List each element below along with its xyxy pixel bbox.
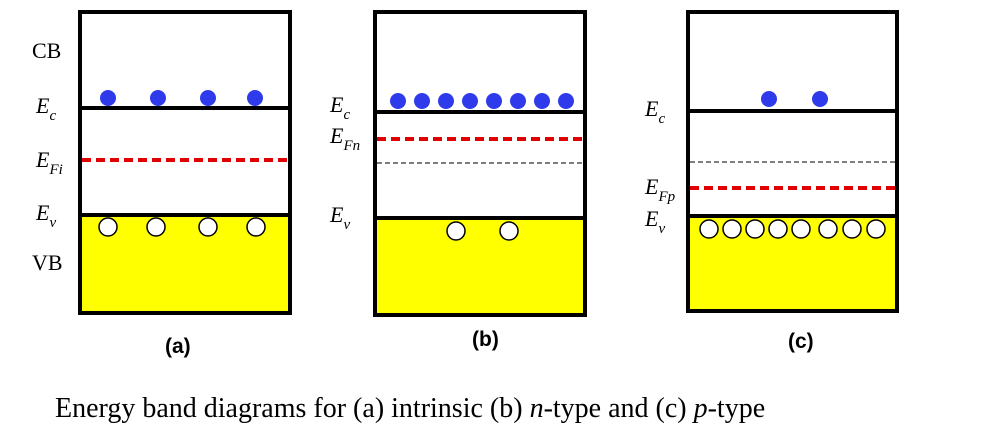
caption-middle: -type and (c) bbox=[543, 393, 694, 424]
panel-c-holes bbox=[699, 219, 886, 239]
hole-icon bbox=[98, 217, 118, 237]
panel-b-valence-band-fill bbox=[375, 218, 585, 315]
hole-icon bbox=[246, 217, 266, 237]
efi-main: E bbox=[35, 147, 50, 172]
electron-icon bbox=[462, 93, 478, 109]
panel-c-efp-label: EFp bbox=[644, 174, 676, 205]
hole-icon bbox=[146, 217, 166, 237]
electron-icon bbox=[390, 93, 406, 109]
ev-sub: v bbox=[658, 221, 665, 237]
electron-icon bbox=[150, 90, 166, 106]
ec-sub: c bbox=[343, 107, 350, 123]
ec-main: E bbox=[644, 96, 659, 121]
hole-icon bbox=[842, 219, 862, 239]
hole-icon bbox=[768, 219, 788, 239]
electron-icon bbox=[486, 93, 502, 109]
panel-a-caption-label: (a) bbox=[165, 335, 191, 358]
hole-icon bbox=[791, 219, 811, 239]
ev-main: E bbox=[644, 206, 659, 231]
panel-a-ec-label: Ec bbox=[35, 93, 56, 124]
panel-b-ev-label: Ev bbox=[329, 202, 350, 233]
ev-sub: v bbox=[343, 217, 350, 233]
panel-b-frame bbox=[373, 10, 587, 317]
ec-sub: c bbox=[658, 111, 665, 127]
ec-main: E bbox=[329, 92, 344, 117]
caption-p-letter: p bbox=[693, 393, 708, 424]
electron-icon bbox=[761, 91, 777, 107]
panel-b: Ec EFn Ev (b) bbox=[329, 10, 587, 351]
panel-a-ev-label: Ev bbox=[35, 200, 56, 231]
electron-icon bbox=[558, 93, 574, 109]
panel-a: CB VB Ec EFi Ev (a) bbox=[32, 10, 292, 358]
ev-main: E bbox=[35, 200, 50, 225]
caption-suffix: -type bbox=[707, 393, 766, 424]
ev-sub: v bbox=[49, 215, 56, 231]
efn-main: E bbox=[329, 123, 344, 148]
hole-icon bbox=[446, 221, 466, 241]
ec-sub: c bbox=[49, 108, 56, 124]
panel-a-electrons bbox=[100, 90, 263, 106]
caption-prefix: Energy band diagrams for (a) intrinsic (… bbox=[55, 393, 530, 424]
panel-b-ec-label: Ec bbox=[329, 92, 350, 123]
panel-a-cb-label: CB bbox=[32, 38, 61, 63]
electron-icon bbox=[812, 91, 828, 107]
panel-b-efn-label: EFn bbox=[329, 123, 360, 154]
electron-icon bbox=[247, 90, 263, 106]
hole-icon bbox=[866, 219, 886, 239]
panel-a-holes bbox=[98, 217, 266, 237]
efi-sub: Fi bbox=[48, 162, 62, 178]
panel-b-electrons bbox=[390, 93, 574, 109]
electron-icon bbox=[100, 90, 116, 106]
electron-icon bbox=[200, 90, 216, 106]
electron-icon bbox=[438, 93, 454, 109]
hole-icon bbox=[722, 219, 742, 239]
electron-icon bbox=[414, 93, 430, 109]
panel-c-frame bbox=[686, 10, 899, 313]
efn-sub: Fn bbox=[342, 138, 360, 154]
ec-main: E bbox=[35, 93, 50, 118]
hole-icon bbox=[818, 219, 838, 239]
panel-c: Ec EFp Ev (c) bbox=[644, 10, 899, 353]
hole-icon bbox=[499, 221, 519, 241]
panel-c-ec-label: Ec bbox=[644, 96, 665, 127]
electron-icon bbox=[534, 93, 550, 109]
figure-caption: Energy band diagrams for (a) intrinsic (… bbox=[55, 392, 975, 426]
panel-a-vb-label: VB bbox=[32, 250, 63, 275]
hole-icon bbox=[699, 219, 719, 239]
panel-c-caption-label: (c) bbox=[788, 330, 814, 353]
efp-sub: Fp bbox=[657, 189, 675, 205]
panel-a-frame bbox=[78, 10, 292, 315]
hole-icon bbox=[745, 219, 765, 239]
panel-a-efi-label: EFi bbox=[35, 147, 63, 178]
efp-main: E bbox=[644, 174, 659, 199]
hole-icon bbox=[198, 217, 218, 237]
panel-c-ev-label: Ev bbox=[644, 206, 665, 237]
electron-icon bbox=[510, 93, 526, 109]
panel-c-electrons bbox=[761, 91, 828, 107]
ev-main: E bbox=[329, 202, 344, 227]
caption-n-letter: n bbox=[529, 393, 544, 424]
panel-b-holes bbox=[446, 221, 519, 241]
panel-b-caption-label: (b) bbox=[472, 328, 499, 351]
